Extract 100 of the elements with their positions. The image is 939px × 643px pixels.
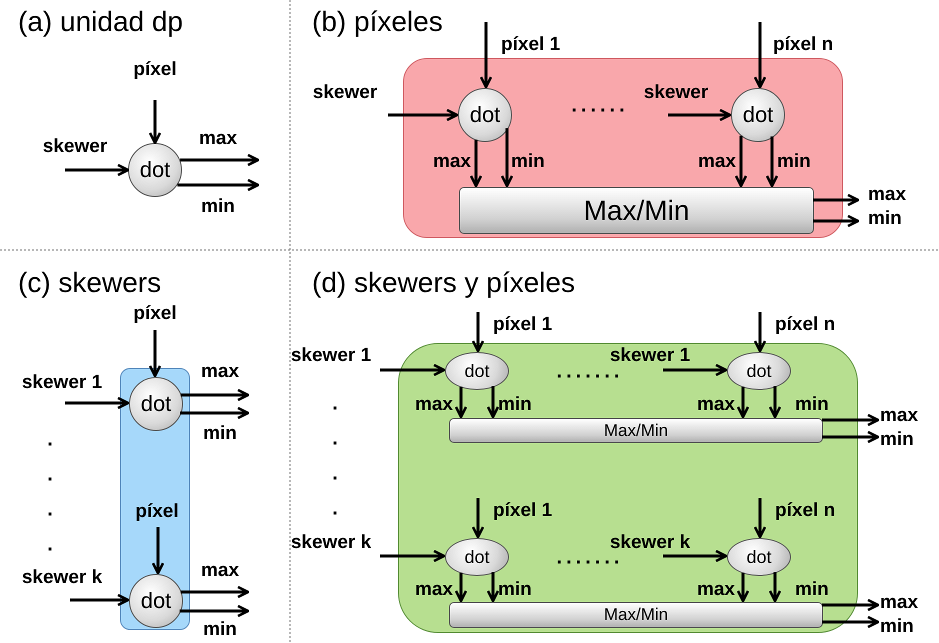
edge-label: píxel [133, 59, 177, 81]
panel-title: (d) skewers y píxeles [312, 266, 575, 300]
edge-label: max [696, 394, 735, 416]
arrow [768, 572, 782, 602]
dot-product-ellipse: dot [445, 538, 509, 576]
edge-label: skewer k [610, 532, 690, 554]
arrow [148, 330, 162, 378]
edge-label: max [880, 592, 918, 614]
group-panel [398, 343, 858, 633]
dot-product-ellipse: dot [727, 538, 791, 576]
dot-product-circle: dot [731, 88, 785, 142]
edge-label: max [200, 361, 240, 383]
dot-product-circle: dot [129, 574, 183, 628]
edge-label: skewer [644, 82, 708, 104]
arrow [177, 178, 260, 192]
edge-label: min [795, 579, 829, 601]
group-panel [403, 58, 843, 238]
dot-product-circle: dot [458, 88, 512, 142]
edge-label: max [414, 579, 453, 601]
dot-product-ellipse: dot [727, 352, 791, 390]
arrow [663, 364, 728, 376]
edge-label: píxel n [775, 500, 836, 522]
edge-label: min [868, 208, 902, 230]
edge-label: max [880, 405, 918, 427]
edge-label: max [868, 184, 906, 206]
edge-label: skewer 1 [290, 345, 372, 367]
dot-product-circle: dot [129, 377, 183, 431]
arrow [486, 386, 500, 418]
ellipsis: . [47, 498, 57, 522]
arrow [70, 594, 130, 606]
edge-label: min [795, 394, 829, 416]
arrow [472, 312, 484, 352]
arrow [148, 100, 162, 144]
arrow [65, 396, 130, 410]
edge-label: min [201, 196, 235, 218]
edge-label: píxel n [773, 34, 834, 56]
edge-label: píxel n [775, 314, 836, 336]
arrow [822, 430, 880, 444]
arrow [754, 22, 766, 88]
arrow [152, 527, 164, 574]
edge-label: min [880, 616, 914, 638]
edge-label: skewer 1 [22, 372, 102, 394]
arrow [472, 498, 484, 538]
edge-label: píxel [135, 501, 179, 523]
arrow [754, 498, 766, 538]
edge-label: skewer [42, 136, 108, 158]
max-min-bar: Max/Min [449, 418, 823, 443]
ellipsis: . [47, 464, 57, 486]
edge-label: skewer k [290, 532, 372, 554]
group-panel [120, 368, 190, 630]
edge-label: min [498, 394, 532, 416]
panel-title: (c) skewers [18, 266, 162, 300]
edge-label: skewer k [22, 567, 102, 589]
edge-label: min [498, 579, 532, 601]
arrow [736, 386, 750, 418]
ellipsis: . [332, 392, 342, 416]
edge-label: píxel [133, 303, 177, 325]
edge-label: min [203, 619, 237, 641]
arrow [180, 406, 250, 420]
arrow [754, 312, 766, 352]
edge-label: skewer [312, 82, 378, 104]
max-min-bar: Max/Min [449, 602, 823, 628]
arrow [813, 214, 860, 228]
arrow [380, 550, 446, 562]
arrow [500, 128, 514, 188]
edge-label: min [203, 423, 237, 445]
edge-label: píxel 1 [493, 500, 552, 522]
edge-label: max [698, 151, 736, 173]
dot-product-circle: dot [128, 143, 182, 197]
arrow [813, 194, 860, 206]
edge-label: min [880, 429, 914, 451]
panel-title: (b) píxeles [312, 6, 443, 38]
panel-title: (a) unidad dp [18, 6, 184, 38]
arrow [486, 572, 500, 602]
edge-label: píxel 1 [493, 314, 552, 336]
edge-label: min [511, 151, 545, 173]
arrow [768, 386, 782, 418]
edge-label: max [696, 579, 735, 601]
edge-label: max [200, 560, 240, 582]
arrow [668, 108, 732, 122]
arrow [454, 572, 468, 602]
arrow [380, 364, 446, 376]
edge-label: max [414, 394, 453, 416]
arrow [822, 414, 880, 426]
ellipsis: ...... [571, 94, 629, 118]
arrow [734, 136, 748, 188]
edge-label: píxel 1 [501, 34, 560, 56]
arrow [454, 386, 468, 418]
edge-label: min [777, 151, 811, 173]
max-min-bar: Max/Min [459, 187, 814, 234]
arrow [180, 388, 250, 402]
arrow [180, 154, 260, 166]
arrow [736, 572, 750, 602]
arrow [822, 616, 880, 628]
ellipsis: . [332, 428, 342, 450]
arrow [480, 22, 492, 88]
ellipsis: . [47, 428, 57, 452]
dot-product-ellipse: dot [445, 352, 509, 390]
arrow [470, 140, 482, 188]
ellipsis: . [332, 462, 342, 486]
